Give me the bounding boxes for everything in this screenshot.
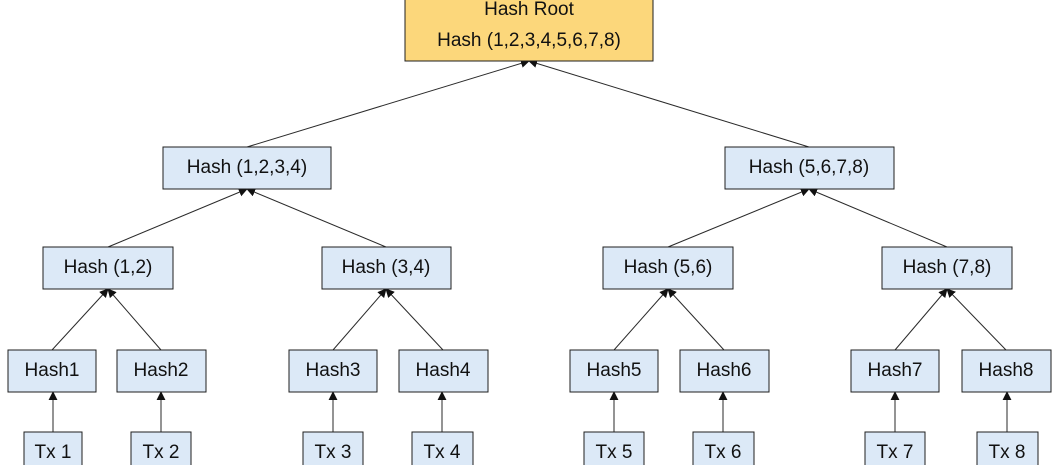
tx8-label: Tx 8 (989, 442, 1026, 463)
hash7-box (850, 349, 940, 393)
tx6-node: Tx 6 (692, 431, 755, 465)
hash4-label: Hash4 (416, 360, 471, 381)
hash-78-node: Hash (7,8) (881, 246, 1013, 290)
tx2-node: Tx 2 (130, 431, 192, 465)
hash-12-box (42, 246, 174, 290)
hash1-label: Hash1 (25, 360, 80, 381)
hash2-box (116, 349, 207, 393)
hash3-node: Hash3 (288, 349, 378, 393)
hash8-node: Hash8 (961, 349, 1052, 393)
tx4-label: Tx 4 (424, 442, 461, 463)
hash4-box (398, 349, 489, 393)
hash-56-node: Hash (5,6) (602, 246, 734, 290)
edge-1234-to-root (246, 59, 530, 148)
edges-layer (48, 59, 1012, 432)
hash6-box (679, 349, 770, 393)
tx1-node: Tx 1 (23, 431, 83, 465)
hash4-node: Hash4 (398, 349, 489, 393)
hash-5678-label: Hash (5,6,7,8) (749, 157, 869, 178)
hash-78-box (881, 246, 1013, 290)
tx1-label: Tx 1 (35, 442, 72, 463)
hash3-label: Hash3 (306, 360, 361, 381)
hash-1234-node: Hash (1,2,3,4) (162, 146, 332, 190)
hash8-box (961, 349, 1052, 393)
hash6-label: Hash6 (697, 360, 752, 381)
tx2-box (130, 431, 192, 465)
edge-5678-to-root (528, 59, 810, 148)
hash6-node: Hash6 (679, 349, 770, 393)
hash-5678-box (724, 146, 895, 190)
hash-5678-node: Hash (5,6,7,8) (724, 146, 895, 190)
edge-hash3-to-34 (332, 288, 387, 351)
edge-34-to-1234 (246, 187, 387, 248)
tx3-label: Tx 3 (315, 442, 352, 463)
hash-34-box (321, 246, 452, 290)
hash2-label: Hash2 (134, 360, 189, 381)
hash-1234-label: Hash (1,2,3,4) (187, 157, 307, 178)
tx1-box (23, 431, 83, 465)
edge-hash6-to-56 (667, 288, 725, 351)
tx8-box (976, 431, 1039, 465)
edge-78-to-5678 (808, 187, 948, 248)
tx6-label: Tx 6 (705, 442, 742, 463)
tx5-label: Tx 5 (596, 442, 633, 463)
tx6-box (692, 431, 755, 465)
hash-root-label: Hash (1,2,3,4,5,6,7,8) (437, 30, 621, 51)
hash5-box (569, 349, 659, 393)
hash-12-node: Hash (1,2) (42, 246, 174, 290)
edge-hash5-to-56 (613, 288, 669, 351)
tx2-label: Tx 2 (143, 442, 180, 463)
hash8-label: Hash8 (979, 360, 1034, 381)
edge-hash2-to-12 (107, 288, 162, 351)
edge-hash8-to-78 (946, 288, 1007, 351)
tx5-box (583, 431, 645, 465)
hash1-node: Hash1 (7, 349, 97, 393)
hash-56-box (602, 246, 734, 290)
hash-12-label: Hash (1,2) (64, 257, 153, 278)
hash7-node: Hash7 (850, 349, 940, 393)
tx8-node: Tx 8 (976, 431, 1039, 465)
edge-hash1-to-12 (51, 288, 109, 351)
hash7-label: Hash7 (868, 360, 923, 381)
hash-34-node: Hash (3,4) (321, 246, 452, 290)
edge-56-to-5678 (667, 187, 810, 248)
hash3-box (288, 349, 378, 393)
tx7-label: Tx 7 (877, 442, 914, 463)
hash1-box (7, 349, 97, 393)
hash2-node: Hash2 (116, 349, 207, 393)
hash-root-title: Hash Root (484, 0, 574, 20)
tx5-node: Tx 5 (583, 431, 645, 465)
hash-78-label: Hash (7,8) (903, 257, 992, 278)
tx7-box (864, 431, 926, 465)
hash-1234-box (162, 146, 332, 190)
hash5-label: Hash5 (587, 360, 642, 381)
hash-34-label: Hash (3,4) (342, 257, 431, 278)
hash-root-node: Hash Root Hash (1,2,3,4,5,6,7,8) (404, 0, 654, 62)
tx3-node: Tx 3 (302, 431, 364, 465)
tx7-node: Tx 7 (864, 431, 926, 465)
tx4-node: Tx 4 (411, 431, 474, 465)
edge-hash7-to-78 (894, 288, 948, 351)
hash5-node: Hash5 (569, 349, 659, 393)
tx3-box (302, 431, 364, 465)
hash-56-label: Hash (5,6) (624, 257, 713, 278)
edge-hash4-to-34 (385, 288, 444, 351)
tx4-box (411, 431, 474, 465)
edge-12-to-1234 (107, 187, 248, 248)
hash-root-box (404, 0, 654, 62)
